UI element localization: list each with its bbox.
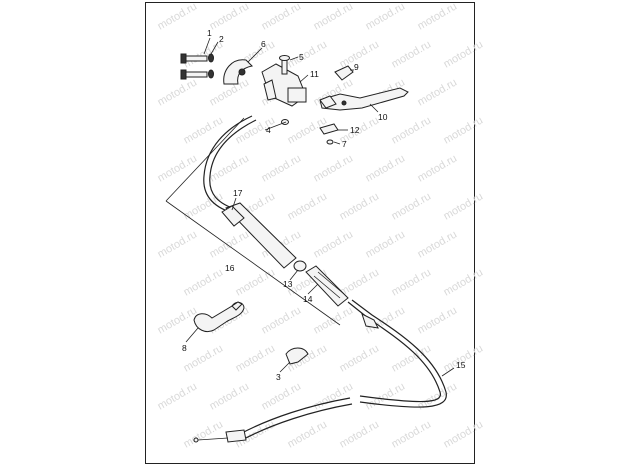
watermark-text: motod.ru	[364, 228, 408, 260]
clutch-lever	[319, 87, 409, 111]
watermark-text: motod.ru	[260, 304, 304, 336]
callout-2: 2	[219, 34, 224, 44]
watermark-text: motod.ru	[182, 342, 226, 374]
bolt-lower	[180, 69, 208, 80]
watermark-text: motod.ru	[390, 418, 434, 450]
callout-labels: 1 2 6 5 9 11 10 4 12 7 17 16 13 14 15 8 …	[182, 28, 466, 382]
callout-6: 6	[261, 39, 266, 49]
watermark-text: motod.ru	[234, 266, 278, 298]
watermark-text: motod.ru	[286, 190, 330, 222]
watermark-text: motod.ru	[312, 0, 356, 32]
leader-lines	[185, 37, 455, 377]
cable-connector	[293, 260, 307, 272]
watermark-text: motod.ru	[208, 152, 252, 184]
watermark-text: motod.ru	[364, 0, 408, 32]
watermark-text: motod.ru	[286, 38, 330, 70]
watermark-text: motod.ru	[312, 228, 356, 260]
callout-1: 1	[207, 28, 212, 38]
watermark-text: motod.ru	[156, 0, 200, 32]
bracket-line-top	[165, 117, 245, 202]
watermark-text: motod.ru	[338, 342, 382, 374]
watermark-text: motod.ru	[208, 0, 252, 32]
watermark-text: motod.ru	[338, 190, 382, 222]
watermark-text: motod.ru	[416, 0, 460, 32]
watermark-text: motod.ru	[416, 304, 460, 336]
watermark-text: motod.ru	[364, 152, 408, 184]
watermark-text: motod.ru	[390, 38, 434, 70]
watermark-text: motod.ru	[208, 228, 252, 260]
watermark-text: motod.ru	[260, 0, 304, 32]
watermark-text: motod.ru	[390, 266, 434, 298]
cable-adjuster	[305, 265, 349, 307]
callout-17: 17	[233, 188, 243, 198]
watermark-text: motod.ru	[416, 152, 460, 184]
watermark-text: motod.ru	[338, 38, 382, 70]
bracket-line-bottom	[165, 200, 341, 326]
watermark-text: motod.ru	[442, 418, 486, 450]
callout-3: 3	[276, 372, 281, 382]
watermark-text: motod.ru	[182, 266, 226, 298]
callout-8: 8	[182, 343, 187, 353]
watermark-text: motod.ru	[156, 76, 200, 108]
pivot-bolt	[279, 55, 290, 75]
callout-14: 14	[303, 294, 313, 304]
lever-holder	[261, 63, 307, 107]
watermark-text: motod.ru	[416, 76, 460, 108]
watermark-text: motod.ru	[260, 152, 304, 184]
diagram-frame	[145, 2, 475, 464]
watermark-text: motod.ru	[260, 380, 304, 412]
watermark-text: motod.ru	[156, 380, 200, 412]
washer-upper	[208, 53, 214, 63]
watermark-text: motod.ru	[338, 418, 382, 450]
watermark-text: motod.ru	[312, 152, 356, 184]
callout-13: 13	[283, 279, 293, 289]
bolt-upper	[180, 53, 208, 64]
watermark-text: motod.ru	[182, 114, 226, 146]
switch-screw	[326, 139, 334, 145]
watermark-text: motod.ru	[156, 228, 200, 260]
clutch-cable-upper	[203, 115, 257, 215]
callout-16: 16	[225, 263, 235, 273]
watermark-text: motod.ru	[442, 114, 486, 146]
watermark-text: motod.ru	[182, 418, 226, 450]
callout-15: 15	[456, 360, 466, 370]
watermark-text: motod.ru	[156, 304, 200, 336]
callout-12: 12	[350, 125, 360, 135]
watermark-text: motod.ru	[442, 38, 486, 70]
watermark-text: motod.ru	[416, 228, 460, 260]
washer-lower	[208, 69, 214, 79]
watermark-text: motod.ru	[156, 152, 200, 184]
lever-boot	[334, 65, 354, 81]
cable-clip	[285, 347, 309, 365]
watermark-text: motod.ru	[364, 380, 408, 412]
callout-4: 4	[266, 125, 271, 135]
lever-clamp	[223, 59, 254, 85]
clutch-cable-lower	[347, 299, 447, 408]
watermark-text: motod.ru	[286, 418, 330, 450]
callout-9: 9	[354, 62, 359, 72]
callout-7: 7	[342, 139, 347, 149]
watermark-text: motod.ru	[390, 114, 434, 146]
watermark-text: motod.ru	[442, 266, 486, 298]
watermark-text: motod.ru	[442, 190, 486, 222]
callout-5: 5	[299, 52, 304, 62]
callout-11: 11	[310, 69, 319, 79]
cable-sleeve	[221, 202, 297, 269]
watermark-text: motod.ru	[390, 190, 434, 222]
callout-10: 10	[378, 112, 388, 122]
cable-end	[193, 397, 353, 443]
cable-clamp	[193, 301, 245, 333]
watermark-text: motod.ru	[208, 380, 252, 412]
watermark-text: motod.ru	[234, 342, 278, 374]
